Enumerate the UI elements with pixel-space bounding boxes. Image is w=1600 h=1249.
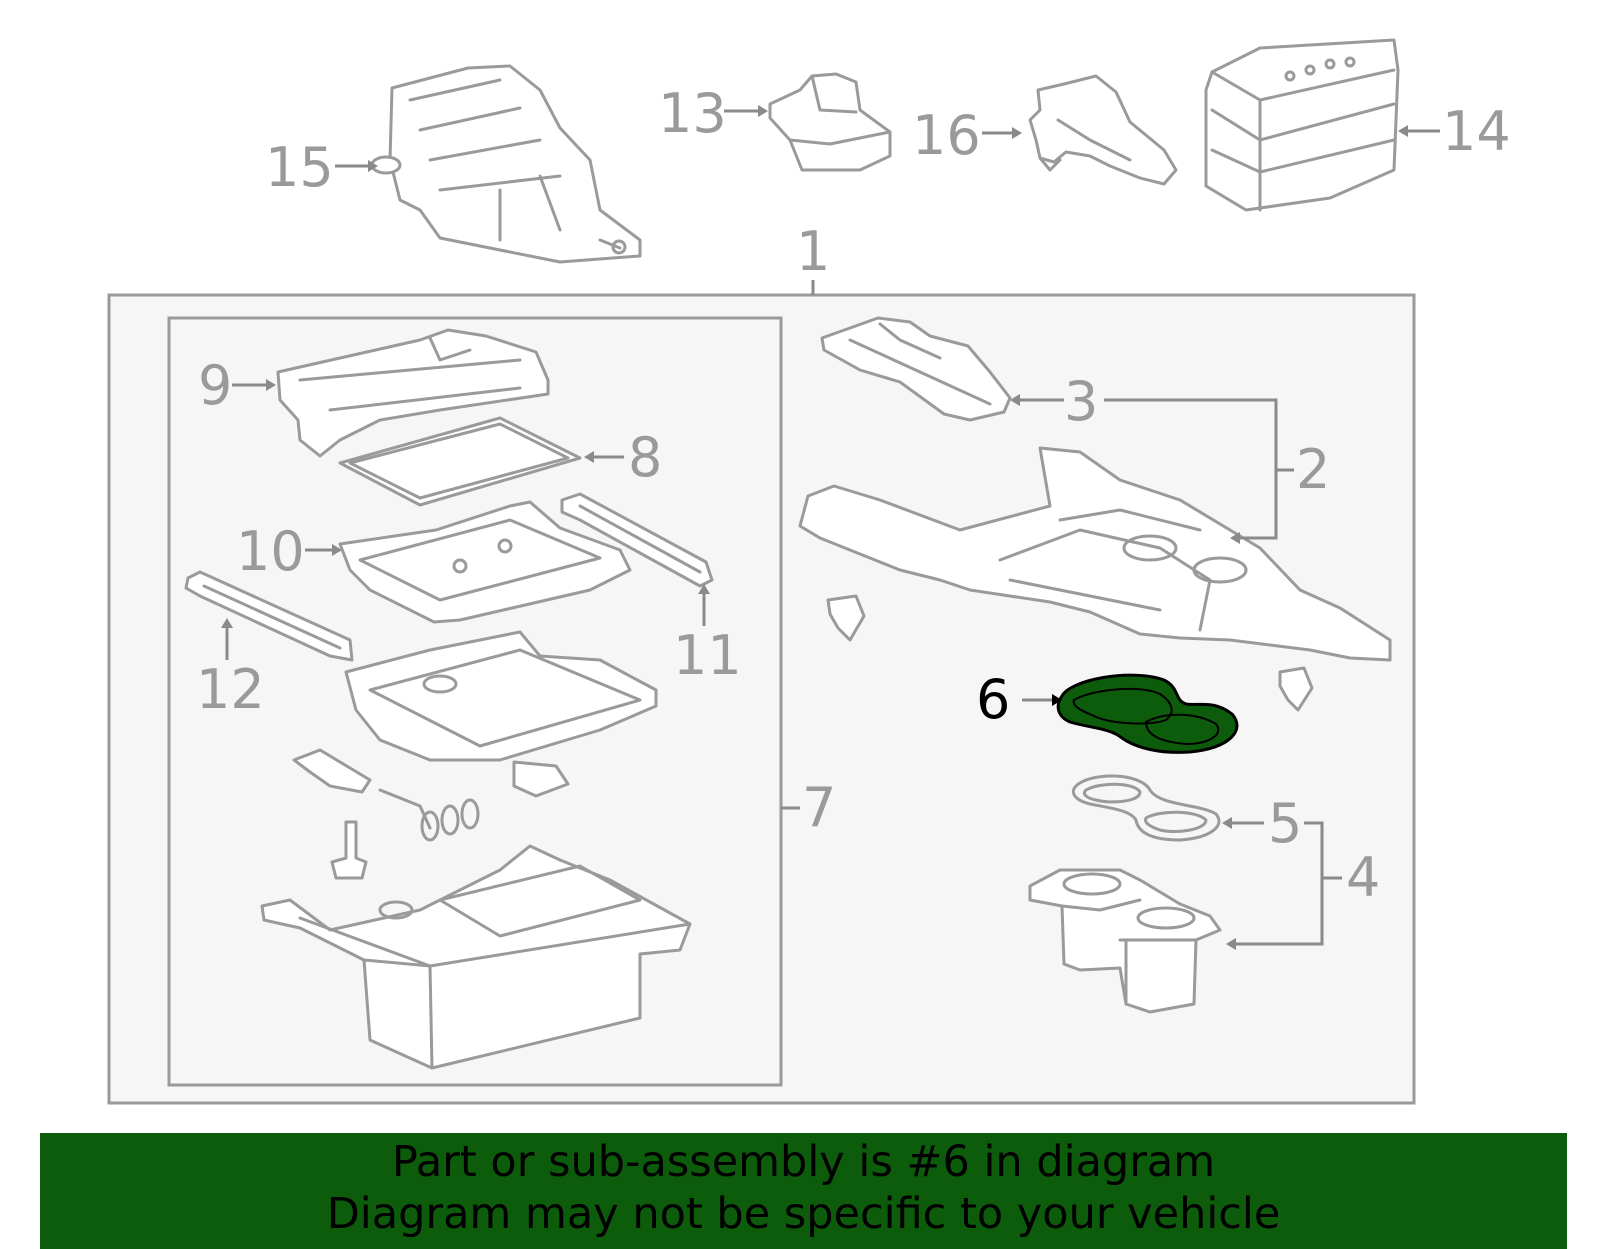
leader-lines [221,105,1440,950]
banner-line-1: Part or sub-assembly is #6 in diagram [391,1137,1216,1187]
callout-12: 12 [196,658,265,721]
callout-4: 4 [1346,846,1380,909]
callout-10: 10 [236,520,305,583]
callout-5: 5 [1268,792,1302,855]
part-clips[interactable] [292,748,570,880]
part-clip-right[interactable] [1278,666,1314,712]
part-11-trim-strip[interactable] [560,492,714,588]
part-2-console-panel[interactable] [798,446,1392,662]
part-10-lid-inner[interactable] [338,500,632,624]
part-console-box[interactable] [260,844,692,1070]
callout-14: 14 [1442,100,1511,163]
info-banner: Part or sub-assembly is #6 in diagram Di… [40,1133,1567,1249]
part-14-switch[interactable] [1204,38,1400,212]
callout-8: 8 [628,426,662,489]
callout-6: 6 [976,668,1010,731]
banner-line-2: Diagram may not be specific to your vehi… [326,1189,1281,1239]
callout-11: 11 [673,624,742,687]
callout-15: 15 [265,136,334,199]
part-4-cupholder[interactable] [1028,868,1222,1014]
part-9-lid-top[interactable] [276,328,550,458]
callout-7: 7 [802,776,836,839]
callout-9: 9 [198,354,232,417]
part-12-trim-strip[interactable] [184,570,354,662]
part-13-shift-knob[interactable] [768,72,892,172]
part-clip-left[interactable] [826,594,866,642]
callout-3: 3 [1064,370,1098,433]
part-5-gasket[interactable] [1071,774,1221,842]
part-box-liner[interactable] [344,630,658,762]
callout-2: 2 [1296,438,1330,501]
callout-1: 1 [796,220,830,283]
callout-16: 16 [912,104,981,167]
part-8-lid-pad[interactable] [338,416,582,507]
part-15-shifter[interactable] [370,64,642,264]
part-16-bracket[interactable] [1028,74,1178,186]
part-6-cupholder-mat[interactable] [1056,673,1239,754]
part-3-shift-bezel[interactable] [820,316,1012,422]
callout-13: 13 [658,82,727,145]
